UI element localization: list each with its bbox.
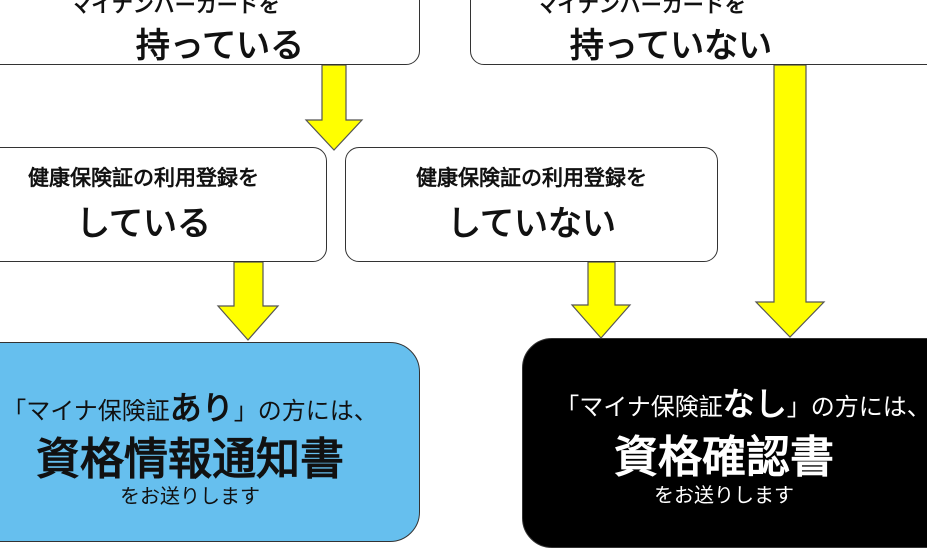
arrow-top-right-down — [754, 64, 826, 338]
arrow-mid-left-down — [216, 261, 280, 341]
box-has-mynumber-card: マイナンバーカードを 持っている — [0, 0, 420, 66]
box-label: 健康保険証の利用登録を — [28, 166, 259, 190]
box-label: 健康保険証の利用登録を — [416, 166, 647, 190]
box-value: していない — [447, 204, 616, 244]
box-value: している — [76, 204, 211, 244]
result-prefix: 「マイナ保険証 — [2, 397, 170, 425]
box-not-registered: 健康保険証の利用登録を していない — [345, 147, 718, 262]
box-label: マイナンバーカードを — [536, 0, 746, 17]
result-emph: あり — [169, 389, 234, 427]
box-no-mynumber-card: マイナンバーカードを 持っていない — [470, 0, 927, 66]
result-title: 資格情報通知書 — [36, 434, 344, 485]
result-with-mynumber-insurance: 「マイナ保険証あり」の方には、 資格情報通知書 をお送りします — [0, 342, 420, 542]
flow-arrows — [216, 64, 826, 341]
result-intro: 「マイナ保険証なし」の方には、 — [523, 379, 927, 425]
result-suffix: 」の方には、 — [233, 397, 378, 425]
result-note: をお送りします — [120, 484, 260, 508]
result-emph: なし — [722, 385, 787, 423]
result-title: 資格確認書 — [614, 432, 834, 483]
arrow-mid-right-down — [570, 261, 632, 339]
result-suffix: 」の方には、 — [786, 393, 927, 421]
box-label: マイナンバーカードを — [70, 0, 280, 17]
result-intro: 「マイナ保険証あり」の方には、 — [0, 383, 419, 429]
result-prefix: 「マイナ保険証 — [555, 393, 723, 421]
box-registered: 健康保険証の利用登録を している — [0, 147, 327, 262]
arrow-top-left-down — [304, 64, 364, 151]
result-without-mynumber-insurance: 「マイナ保険証なし」の方には、 資格確認書 をお送りします — [522, 338, 927, 548]
box-value: 持っていない — [569, 26, 773, 66]
box-value: 持っている — [135, 26, 305, 66]
result-note: をお送りします — [654, 483, 794, 507]
